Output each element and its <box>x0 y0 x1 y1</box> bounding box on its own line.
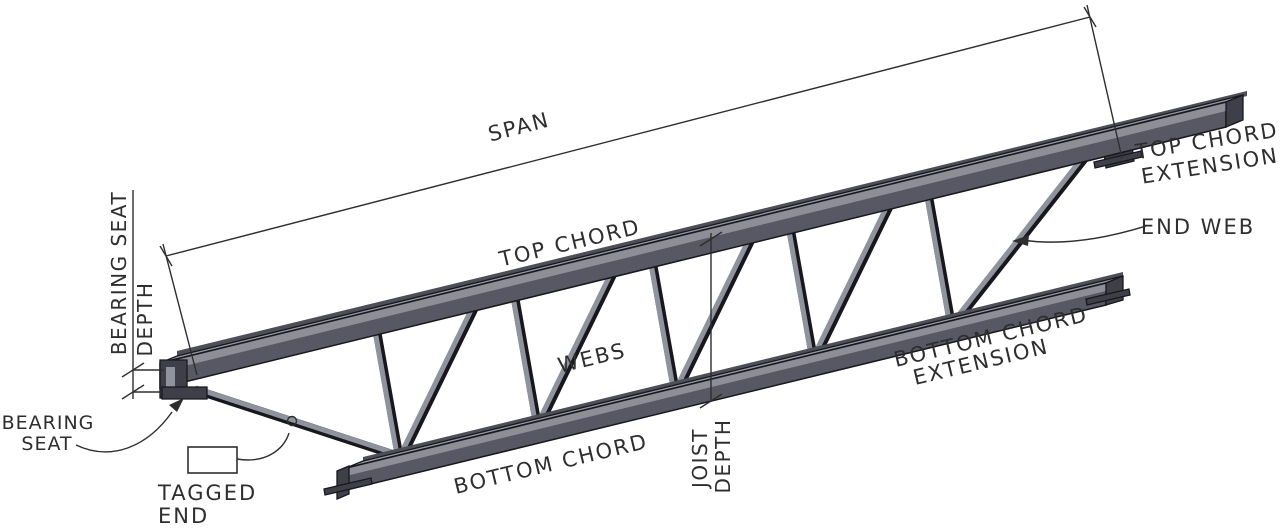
web <box>395 298 482 463</box>
dimension-tick <box>121 362 145 378</box>
end-web-label: END WEB <box>1141 215 1255 239</box>
span-dimension-line <box>165 16 1091 257</box>
joist-depth-label-line1: JOIST <box>688 428 712 490</box>
bearing-seat-callout: BEARING SEAT <box>2 398 184 455</box>
web <box>509 290 543 429</box>
bearing-seat-block <box>161 386 208 400</box>
dimension-tick <box>1083 6 1097 28</box>
top-chord-extension-end <box>1225 94 1244 128</box>
bottom-chord <box>323 272 1131 500</box>
bearing-seat-label-line2: SEAT <box>21 433 72 455</box>
top-chord-extension-label: TOP CHORD EXTENSION <box>1133 118 1280 189</box>
top-chord <box>159 91 1247 389</box>
web <box>809 198 896 363</box>
tagged-end-web <box>194 385 406 463</box>
web <box>785 224 819 362</box>
dimension-tick <box>699 231 723 247</box>
tagged-end-label-line2: END <box>158 504 209 528</box>
bearing-seat-leader <box>75 411 173 453</box>
tagged-end-leader-loop <box>286 415 298 427</box>
dimension-tick <box>121 384 145 400</box>
leader-arrowhead-icon <box>1012 235 1029 246</box>
web <box>671 231 758 396</box>
bearing-seat-depth-dimension: BEARING SEAT DEPTH <box>107 190 164 400</box>
leader-arrowhead-icon <box>169 398 184 412</box>
bearing-seat-label-line1: BEARING <box>2 412 95 434</box>
web <box>533 265 620 430</box>
web <box>371 324 405 462</box>
bottom-chord-right-foot <box>1085 288 1131 306</box>
dimension-tick <box>159 245 173 267</box>
bearing-seat-depth-label-line1: BEARING SEAT <box>107 191 131 355</box>
tag-box <box>187 446 238 474</box>
dimension-tick <box>699 393 723 409</box>
web <box>923 190 957 328</box>
end-web-callout: END WEB <box>1012 215 1255 246</box>
bottom-chord-left-end <box>336 465 350 500</box>
left-bearing-seat <box>159 359 208 400</box>
bottom-chord-left-foot <box>323 477 373 496</box>
span-extension-line-left <box>162 243 198 376</box>
tagged-end-label-line1: TAGGED <box>157 481 257 505</box>
web <box>647 257 681 395</box>
bearing-seat-depth-label-line2: DEPTH <box>133 282 157 357</box>
webs-label: WEBS <box>555 338 628 378</box>
tagged-end-leader <box>236 432 290 461</box>
end-web-leader <box>1021 225 1147 243</box>
span-extension-line-right <box>1086 4 1123 159</box>
joist-depth-dimension: JOIST DEPTH <box>688 231 735 494</box>
webs-group <box>194 155 1089 463</box>
tagged-end-callout: TAGGED END <box>157 415 298 528</box>
span-label: SPAN <box>486 108 553 147</box>
joist-depth-label-line2: DEPTH <box>711 419 735 494</box>
